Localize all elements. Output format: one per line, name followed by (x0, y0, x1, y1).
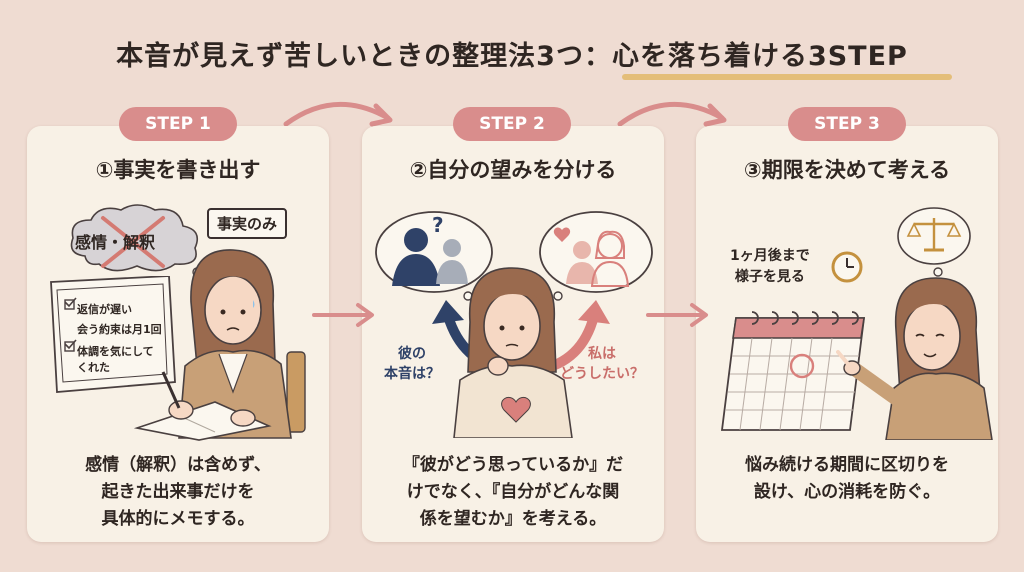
step-1-desc-line-3: 具体的にメモする。 (101, 509, 255, 529)
step-1-description: 感情（解釈）は含めず、 起きた出来事だけを 具体的にメモする。 (37, 452, 319, 533)
notebook-line-4: くれた (77, 361, 110, 374)
notebook-line-3: 体調を気にして (77, 345, 154, 358)
clock-icon (831, 251, 863, 283)
woman-pointing-illustration (836, 277, 993, 440)
what-i-want-label: 私は どうしたい？ (560, 344, 644, 384)
woman-writing-illustration (133, 249, 306, 441)
note-line-2: 様子を見る (734, 269, 805, 285)
step-2-desc-line-3: 係を望むか』を考える。 (419, 509, 607, 529)
note-line-1: 1ヶ月後まで (730, 248, 810, 264)
page-title: 本音が見えず苦しいときの整理法3つ：心を落ち着ける3STEP (0, 34, 1024, 73)
step-1-pill: STEP 1 (119, 107, 237, 141)
facts-only-tag: 事実のみ (207, 208, 288, 239)
step-3-desc-line-2: 設け、心の消耗を防ぐ。 (753, 482, 941, 502)
balance-scale-icon (897, 207, 971, 277)
notebook-line-2: 会う約束は月1回 (77, 323, 162, 336)
step-2-desc-line-1: 『彼がどう思っているか』だ (402, 455, 624, 475)
calendar-icon (720, 311, 866, 431)
wait-note: 1ヶ月後まで 様子を見る (730, 246, 810, 288)
step-1-card: ①事実を書き出す 感情・解釈 事実のみ 返信が遅い 会う約束は月1回 体調を気に… (27, 126, 329, 542)
step-2-heading: ②自分の望みを分ける (409, 158, 617, 182)
his-thoughts-bubble-icon: ? (375, 211, 493, 301)
curved-arrow-2-icon (617, 101, 727, 127)
right-label-line-1: 私は (588, 346, 616, 362)
svg-text:?: ? (432, 213, 444, 237)
step-2-desc-line-2: けでなく、『自分がどんな関 (406, 482, 620, 502)
step-arrow-1-icon (312, 303, 374, 327)
step-1-heading: ①事実を書き出す (95, 158, 261, 182)
step-1-desc-line-1: 感情（解釈）は含めず、 (85, 455, 271, 475)
step-3-pill: STEP 3 (788, 107, 906, 141)
facts-only-text: 事実のみ (217, 215, 278, 233)
left-label-line-2: 本音は？ (384, 366, 440, 382)
notebook-line-1: 返信が遅い (77, 303, 132, 316)
title-underline (622, 74, 952, 80)
step-2-card: ②自分の望みを分ける ? (362, 126, 664, 542)
step-arrow-2-icon (646, 303, 708, 327)
step-3-heading: ③期限を決めて考える (743, 158, 951, 182)
step-3-description: 悩み続ける期間に区切りを 設け、心の消耗を防ぐ。 (706, 452, 988, 506)
right-label-line-2: どうしたい？ (560, 366, 644, 382)
step-3-desc-line-1: 悩み続ける期間に区切りを (745, 455, 949, 475)
title-highlight: 心を落ち着ける3STEP (611, 41, 908, 72)
step-1-desc-line-2: 起きた出来事だけを (101, 482, 255, 502)
title-main: 本音が見えず苦しいときの整理法3つ： (116, 41, 612, 72)
left-label-line-1: 彼の (398, 346, 426, 362)
step-2-pill: STEP 2 (453, 107, 571, 141)
step-2-description: 『彼がどう思っているか』だ けでなく、『自分がどんな関 係を望むか』を考える。 (372, 452, 654, 533)
thinking-woman-illustration (453, 267, 573, 438)
cloud-label: 感情・解釈 (75, 233, 156, 252)
notebook-icon (50, 276, 176, 393)
step-3-card: ③期限を決めて考える 1ヶ月後まで 様子を見る (696, 126, 998, 542)
curved-arrow-1-icon (283, 101, 393, 127)
his-true-feelings-label: 彼の 本音は？ (384, 344, 440, 384)
my-wishes-bubble-icon (539, 211, 653, 301)
